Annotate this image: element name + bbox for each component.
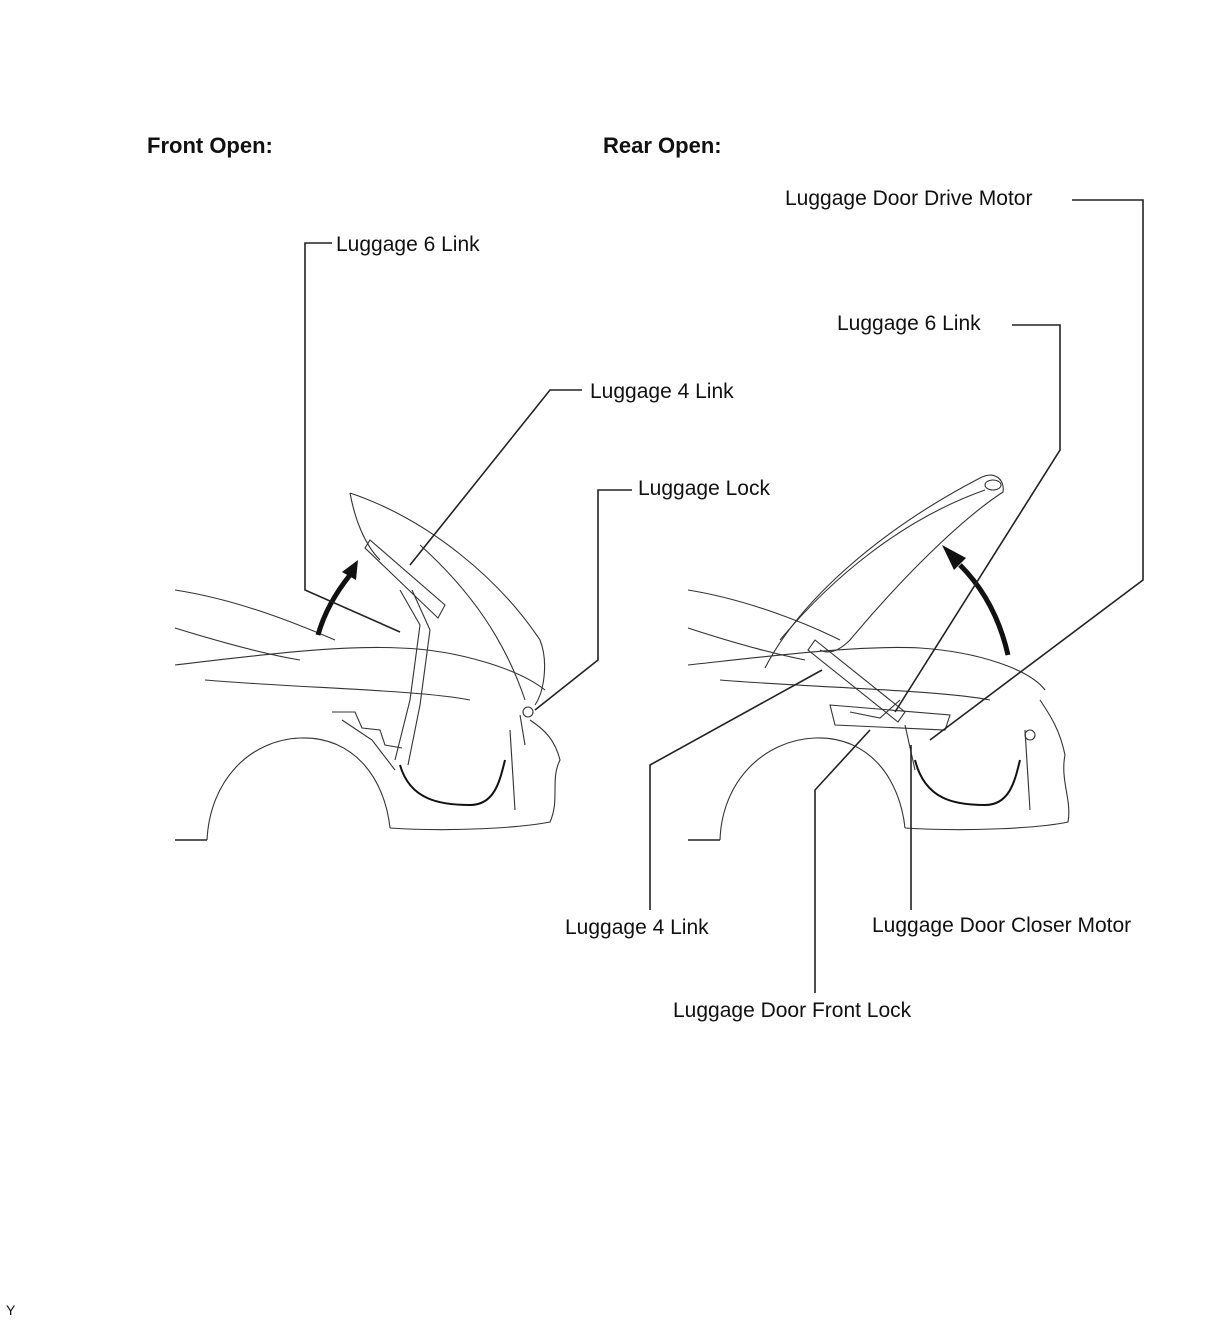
front-open-title: Front Open: bbox=[147, 133, 273, 158]
front-luggage-6-link-label: Luggage 6 Link bbox=[336, 233, 480, 256]
rear-link4-leader bbox=[649, 669, 823, 910]
rear-leader-lines bbox=[649, 199, 1144, 993]
front-luggage-4-link-label: Luggage 4 Link bbox=[590, 380, 734, 403]
rear-open-title: Rear Open: bbox=[603, 133, 722, 158]
front-luggage-lock-label: Luggage Lock bbox=[638, 477, 770, 500]
front-link6-leader bbox=[304, 242, 401, 633]
front-lock-leader bbox=[534, 489, 632, 711]
rear-front-lock-leader bbox=[814, 729, 871, 993]
rear-luggage-4-link-label: Luggage 4 Link bbox=[565, 916, 709, 939]
rear-luggage-6-link-label: Luggage 6 Link bbox=[837, 312, 981, 335]
rear-open-car-drawing bbox=[687, 474, 1070, 841]
corner-mark: Y bbox=[6, 1302, 16, 1318]
rear-front-lock-label: Luggage Door Front Lock bbox=[673, 999, 912, 1022]
rear-drive-motor-label: Luggage Door Drive Motor bbox=[785, 187, 1033, 210]
front-leader-lines bbox=[304, 242, 632, 711]
rear-closer-motor-label: Luggage Door Closer Motor bbox=[872, 914, 1132, 937]
front-open-car-drawing bbox=[174, 492, 561, 841]
front-link4-leader bbox=[409, 389, 582, 566]
rear-link6-leader bbox=[894, 324, 1061, 713]
rear-drive-motor-leader bbox=[929, 199, 1144, 741]
